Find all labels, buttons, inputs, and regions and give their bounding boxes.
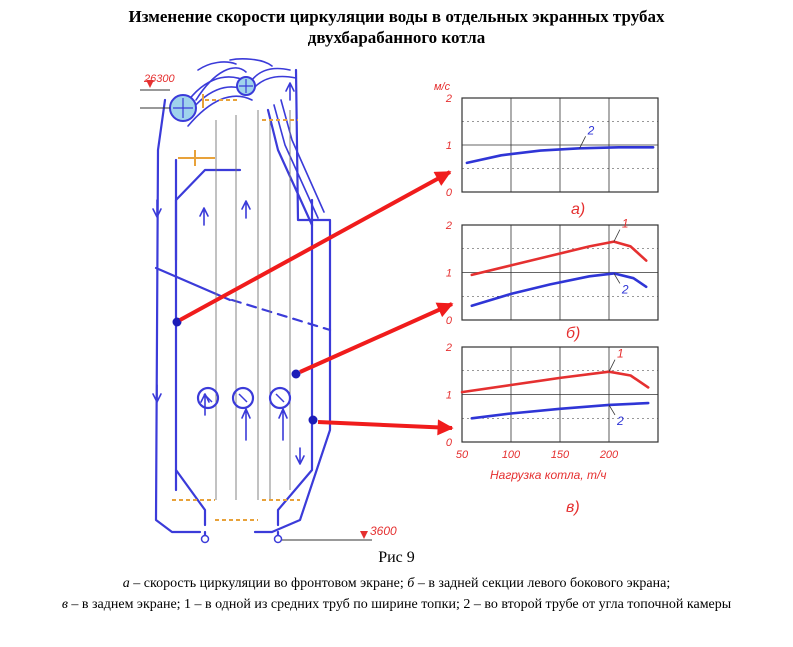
upper-drum-large [169, 94, 197, 122]
series-number-label: 2 [621, 282, 629, 296]
series-leader [608, 359, 616, 372]
point-side-screen [291, 369, 301, 379]
figure-caption: а – скорость циркуляции во фронтовом экр… [10, 573, 783, 615]
right-outer-wall [253, 68, 332, 534]
y-tick-label: 2 [445, 93, 452, 105]
title-line-1: Изменение скорости циркуляции воды в отд… [128, 7, 665, 26]
boiler-scheme [152, 58, 332, 538]
title-line-2: двухбарабанного котла [307, 28, 486, 47]
series-line-2 [470, 401, 650, 420]
furnace-left-wall [174, 158, 207, 527]
separator-solid [154, 266, 232, 302]
bottom-mark-label: 3600 [370, 524, 397, 538]
y-tick-label: 1 [446, 140, 452, 152]
caption-v-text: – в заднем экране; 1 – в одной из средни… [67, 597, 732, 612]
figure-title: Изменение скорости циркуляции воды в отд… [0, 6, 793, 48]
pointer-arrows [179, 170, 454, 436]
y-tick-label: 0 [446, 315, 453, 327]
y-axis-label: м/с [434, 81, 451, 93]
series-line-2 [465, 146, 655, 165]
caption-b-text: – в задней секции левого бокового экрана… [414, 576, 671, 591]
point-rear-screen [308, 415, 318, 425]
burner-1 [196, 386, 220, 410]
caption-a-letter: а [122, 576, 130, 591]
series-line-1 [470, 240, 648, 277]
series-leader [579, 136, 586, 149]
series-line-1 [460, 370, 650, 394]
top-mark-label: 26300 [143, 73, 175, 85]
arrow-to-chart-v [317, 419, 454, 436]
series-number-label: 1 [622, 217, 629, 231]
figure-number: Рис 9 [378, 549, 415, 566]
series-number-label: 2 [616, 414, 624, 428]
series-number-label: 2 [587, 123, 595, 137]
y-tick-label: 0 [446, 187, 453, 199]
arrow-to-chart-b [299, 302, 454, 374]
furnace-right-wall [276, 198, 314, 527]
caption-b-letter: б [407, 576, 415, 591]
x-tick-label: 100 [502, 449, 521, 461]
top-level-mark: 26300 [140, 73, 175, 109]
series-leader [613, 229, 621, 242]
x-tick-label: 50 [456, 449, 469, 461]
y-tick-label: 1 [446, 268, 452, 280]
series-leader [613, 273, 621, 284]
collectors [172, 94, 300, 521]
panel-label: б) [566, 325, 580, 342]
burner-2 [231, 386, 255, 410]
caption-v-letter: в [61, 597, 68, 612]
y-tick-label: 2 [445, 220, 452, 232]
separator-dashed [230, 298, 332, 332]
slope-left [174, 168, 242, 262]
left-downcomer [154, 98, 202, 534]
chart-2: 0 1 2 1 2 б) [445, 217, 659, 342]
bottom-level-mark: 3600 [282, 524, 397, 541]
series-line-2 [470, 272, 648, 308]
x-axis-label: Нагрузка котла, т/ч [490, 468, 607, 482]
y-tick-label: 2 [445, 342, 452, 354]
panel-label: в) [566, 499, 580, 516]
panel-label: а) [571, 201, 585, 218]
burners [196, 386, 292, 410]
y-tick-label: 1 [446, 390, 452, 402]
arrow-to-chart-a [179, 170, 452, 322]
series-leader [608, 404, 616, 416]
slope-right [266, 108, 314, 227]
thin-tubes [215, 110, 291, 500]
point-front-screen [172, 317, 182, 327]
caption-a-text: – скорость циркуляции во фронтовом экран… [129, 576, 408, 591]
x-tick-label: 150 [551, 449, 570, 461]
burner-3 [268, 386, 292, 410]
upper-drum-small [236, 76, 256, 96]
y-tick-label: 0 [446, 437, 453, 449]
x-tick-label: 200 [599, 449, 619, 461]
series-number-label: 1 [617, 347, 624, 361]
